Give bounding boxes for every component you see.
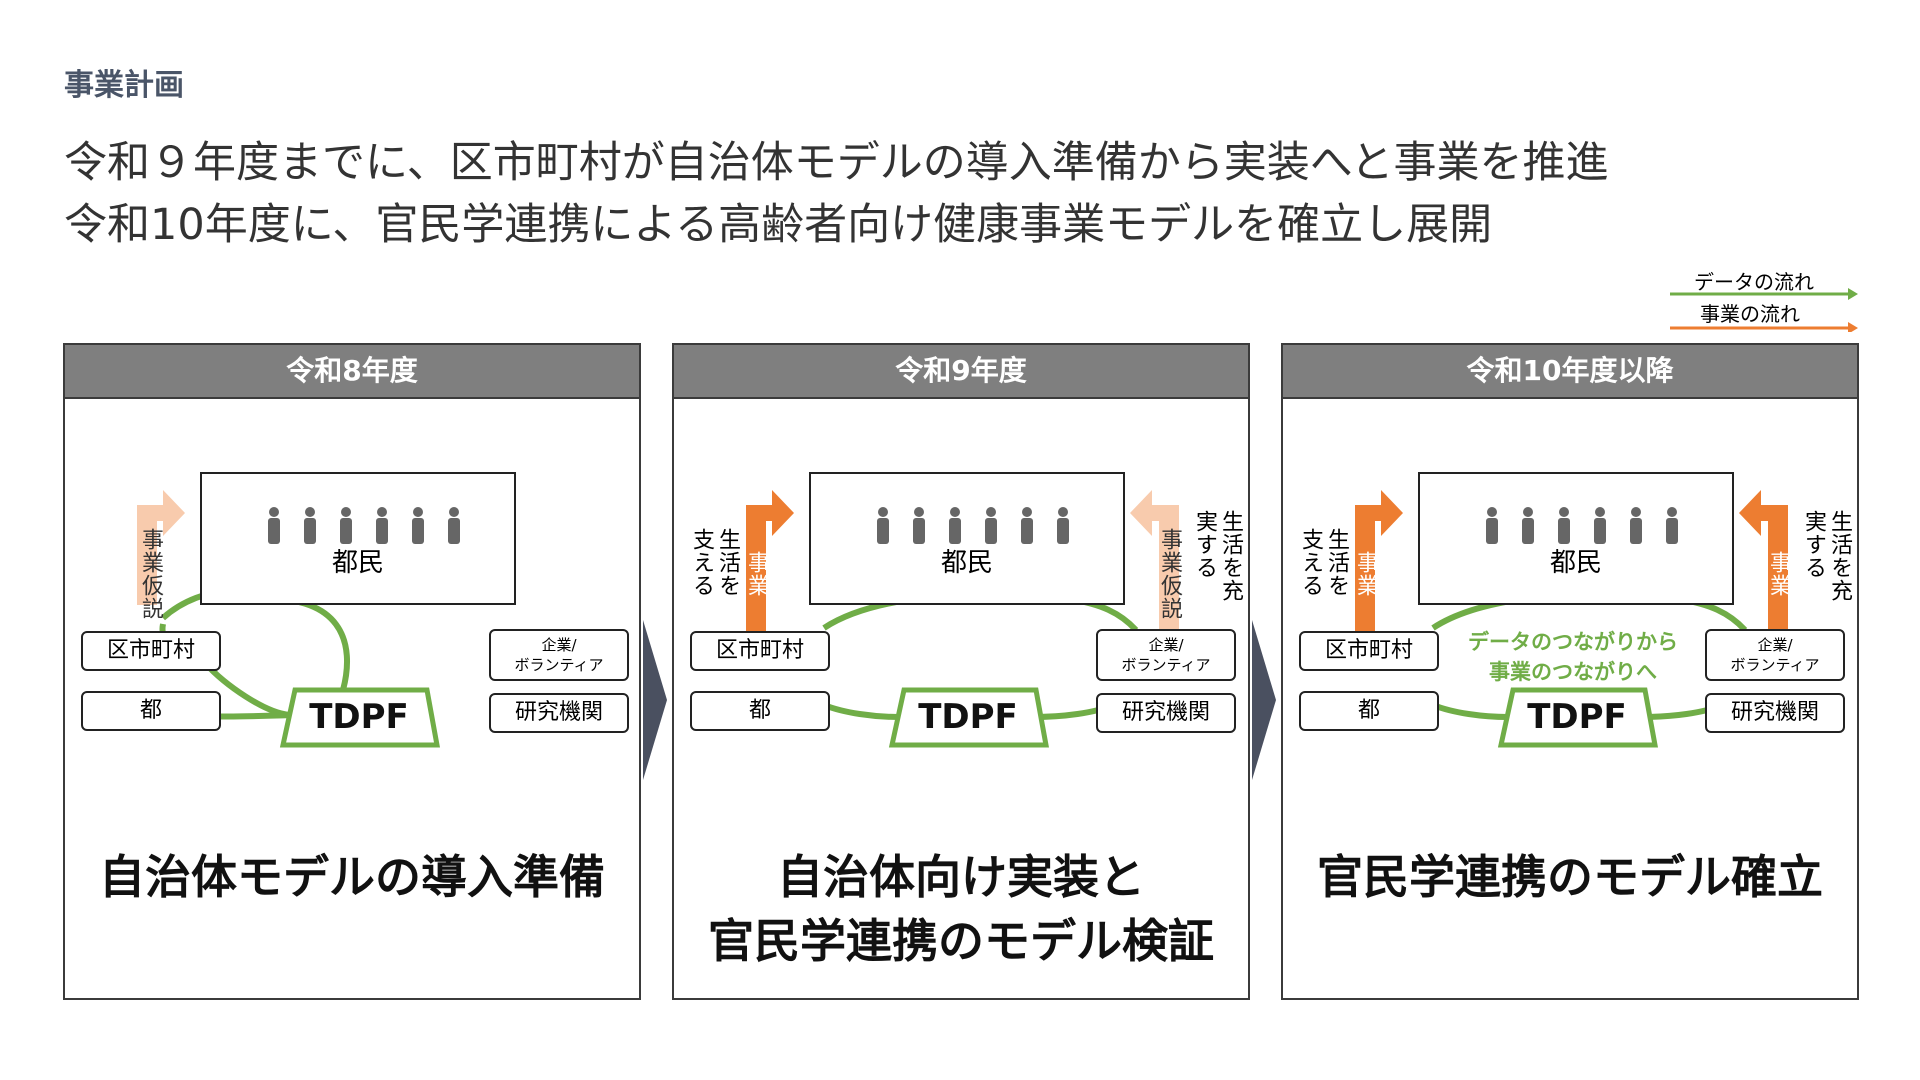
headline-line-1: 令和９年度までに、区市町村が自治体モデルの導入準備から実装へと事業を推進 bbox=[64, 138, 1609, 188]
flow-legend: データの流れ 事業の流れ bbox=[1660, 262, 1860, 332]
elderly-person-icon-row bbox=[268, 507, 460, 544]
panel-caption: 自治体向け実装と 官民学連携のモデル検証 bbox=[708, 850, 1214, 968]
panel-title: 令和9年度 bbox=[674, 345, 1248, 399]
citizens-box: 都民 bbox=[809, 472, 1125, 605]
panel-caption: 自治体モデルの導入準備 bbox=[99, 850, 605, 904]
elderly-person-icon-row bbox=[1486, 507, 1678, 544]
left-side-label: 生活を支える bbox=[689, 528, 740, 597]
enterprise-box: 企業/ ボランティア bbox=[1096, 629, 1236, 681]
legend-arrows bbox=[1670, 288, 1858, 332]
connection-text: データのつながりから 事業のつながりへ bbox=[1468, 630, 1678, 684]
panel-reiwa-9: 令和9年度 都民 生活を支える 事業 事業仮説 生活を充実する 区市町村 都 bbox=[672, 343, 1250, 1000]
next-chevron-icon bbox=[1252, 620, 1276, 780]
section-label: 事業計画 bbox=[64, 68, 184, 103]
business-arrow-label: 事業仮説 bbox=[138, 528, 163, 620]
panel-caption: 官民学連携のモデル確立 bbox=[1317, 850, 1823, 904]
citizens-label: 都民 bbox=[1549, 548, 1602, 578]
citizens-box: 都民 bbox=[200, 472, 516, 605]
tdpf-platform bbox=[1497, 687, 1658, 748]
legend-data-flow-label: データの流れ bbox=[1694, 270, 1814, 294]
business-arrow-label: 事業 bbox=[1353, 551, 1378, 597]
research-box: 研究機関 bbox=[1096, 693, 1236, 733]
metro-box: 都 bbox=[690, 691, 830, 731]
tdpf-platform bbox=[279, 687, 440, 748]
tdpf-platform bbox=[888, 687, 1049, 748]
business-flow-arrow bbox=[746, 490, 794, 635]
right-side-label: 生活を充実する bbox=[1801, 510, 1852, 602]
business-arrow-label-right: 事業 bbox=[1766, 551, 1791, 597]
panel-reiwa-8: 令和8年度 都民 事業仮説 区市町村 都 TDPF 企業/ ボランティア bbox=[63, 343, 641, 1000]
research-box: 研究機関 bbox=[1705, 693, 1845, 733]
metro-box: 都 bbox=[81, 691, 221, 731]
panel-reiwa-10-onward: 令和10年度以降 都民 生活を支える 事業 事業 生活を充実する データのつなが… bbox=[1281, 343, 1859, 1000]
municipality-box: 区市町村 bbox=[1299, 631, 1439, 671]
tdpf-label: TDPF bbox=[1527, 697, 1627, 737]
elderly-person-icon bbox=[1486, 507, 1678, 544]
elderly-person-icon bbox=[268, 507, 460, 544]
hypothesis-arrow-label: 事業仮説 bbox=[1157, 528, 1182, 620]
business-arrow-label: 事業 bbox=[744, 551, 769, 597]
headline-line-2: 令和10年度に、官民学連携による高齢者向け健康事業モデルを確立し展開 bbox=[64, 200, 1493, 250]
tdpf-label: TDPF bbox=[309, 697, 409, 737]
citizens-box: 都民 bbox=[1418, 472, 1734, 605]
legend-business-flow-label: 事業の流れ bbox=[1700, 302, 1800, 326]
citizens-label: 都民 bbox=[940, 548, 993, 578]
municipality-box: 区市町村 bbox=[690, 631, 830, 671]
metro-box: 都 bbox=[1299, 691, 1439, 731]
business-flow-arrow-right bbox=[1739, 490, 1788, 635]
elderly-person-icon-row bbox=[877, 507, 1069, 544]
next-chevron-icon bbox=[643, 620, 667, 780]
enterprise-box: 企業/ ボランティア bbox=[489, 629, 629, 681]
business-flow-arrow bbox=[137, 490, 185, 605]
business-hypothesis-arrow bbox=[1130, 490, 1179, 635]
right-side-label: 生活を充実する bbox=[1192, 510, 1243, 602]
enterprise-box: 企業/ ボランティア bbox=[1705, 629, 1845, 681]
elderly-person-icon bbox=[877, 507, 1069, 544]
business-flow-arrow bbox=[1355, 490, 1403, 635]
municipality-box: 区市町村 bbox=[81, 631, 221, 671]
panel-title: 令和8年度 bbox=[65, 345, 639, 399]
panel-title: 令和10年度以降 bbox=[1283, 345, 1857, 399]
research-box: 研究機関 bbox=[489, 693, 629, 733]
citizens-label: 都民 bbox=[331, 548, 384, 578]
left-side-label: 生活を支える bbox=[1298, 528, 1349, 597]
tdpf-label: TDPF bbox=[918, 697, 1018, 737]
